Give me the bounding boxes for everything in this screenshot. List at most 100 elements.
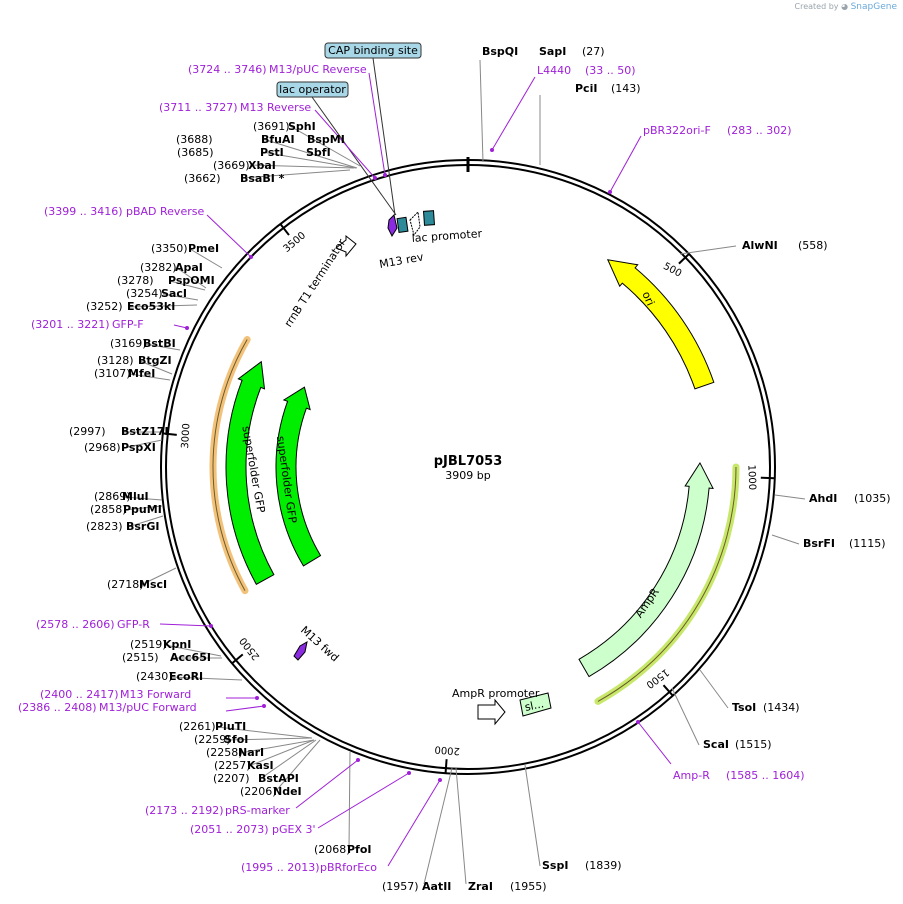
primer-leader bbox=[206, 214, 252, 258]
boxed-feature-leader bbox=[311, 96, 397, 216]
primer-range: (1995 .. 2013) bbox=[241, 861, 320, 874]
primer-binding-mark bbox=[636, 720, 640, 724]
feature-label: lac promoter bbox=[411, 227, 483, 245]
primer-name: L4440 bbox=[537, 64, 571, 77]
tick-mark bbox=[279, 223, 290, 236]
primer-binding-mark bbox=[209, 624, 213, 628]
primer-range: (33 .. 50) bbox=[585, 64, 636, 77]
tick-label: 3500 bbox=[281, 230, 308, 255]
primer-leader bbox=[491, 76, 536, 151]
features bbox=[209, 210, 740, 726]
primer-name: pBRforEco bbox=[320, 861, 377, 874]
enzyme-leader bbox=[139, 360, 173, 375]
tick-mark bbox=[444, 759, 448, 774]
enzyme-name: PmeI bbox=[188, 242, 219, 255]
boxed-feature-box[interactable] bbox=[324, 42, 422, 59]
primer-binding-mark bbox=[373, 176, 377, 180]
enzyme-leader bbox=[455, 767, 467, 885]
primer-range: (3724 .. 3746) bbox=[188, 63, 267, 76]
enzyme-leader bbox=[189, 248, 223, 269]
plasmid-name: pJBL7053 bbox=[434, 454, 503, 469]
boxed-feature-leader bbox=[372, 57, 396, 216]
signal-peptide-box[interactable] bbox=[519, 692, 552, 717]
enzyme-name: BtgZI bbox=[138, 354, 172, 367]
tick-label: 1000 bbox=[745, 464, 757, 490]
enzyme-name: BsaBI * bbox=[240, 172, 285, 185]
enzyme-position: (1035) bbox=[854, 492, 891, 505]
tick-mark bbox=[662, 684, 674, 697]
primer-leader bbox=[159, 623, 212, 627]
lac-promoter-arrow[interactable] bbox=[409, 210, 421, 237]
enzyme-position: (2258) bbox=[206, 746, 243, 759]
brand-prefix: Created by bbox=[794, 2, 839, 11]
primer-binding-mark bbox=[407, 771, 411, 775]
ori-arrow[interactable] bbox=[606, 259, 715, 390]
primer-name: M13/pUC Reverse bbox=[269, 63, 367, 76]
enzyme-leader bbox=[162, 293, 199, 301]
enzyme-position: (3169) bbox=[110, 337, 147, 350]
enzyme-leader bbox=[129, 373, 171, 381]
primer-name: pGEX 3' bbox=[272, 823, 316, 836]
primer-name: Amp-R bbox=[673, 769, 710, 782]
enzyme-leader bbox=[123, 496, 163, 501]
primer-binding-mark bbox=[608, 190, 612, 194]
enzyme-leader bbox=[225, 737, 313, 741]
enzyme-name: PfoI bbox=[347, 843, 372, 856]
plasmid-length: 3909 bp bbox=[445, 469, 490, 482]
enzyme-position: (2430) bbox=[136, 670, 173, 683]
primer-binding-mark bbox=[185, 326, 189, 330]
enzyme-position: (2823) bbox=[86, 520, 123, 533]
primer-leader bbox=[387, 779, 441, 867]
ampr-arrow[interactable] bbox=[578, 461, 714, 678]
primer-name: pRS-marker bbox=[225, 804, 290, 817]
tick-label: 3000 bbox=[180, 423, 192, 449]
enzyme-leader bbox=[423, 767, 453, 885]
brand-name: SnapGene bbox=[850, 2, 897, 12]
enzyme-leader bbox=[144, 343, 181, 351]
rrnb-terminator-arrow[interactable] bbox=[335, 234, 357, 258]
feature-label: sl... bbox=[523, 697, 545, 714]
m13-rev-arrow[interactable] bbox=[387, 214, 398, 238]
enzyme-name: BstZ17I bbox=[121, 425, 169, 438]
primer-name: M13/pUC Forward bbox=[99, 701, 197, 714]
primer-range: (2578 .. 2606) bbox=[36, 618, 115, 631]
enzyme-position: (3282) bbox=[140, 261, 177, 274]
primer-binding-mark bbox=[356, 758, 360, 762]
primer-range: (3399 .. 3416) bbox=[44, 205, 123, 218]
enzyme-name: PpuMI bbox=[123, 503, 162, 516]
boxed-feature-label: lac operator bbox=[279, 83, 346, 96]
m13-fwd-arrow[interactable] bbox=[293, 641, 308, 661]
enzyme-leader bbox=[671, 687, 700, 746]
enzyme-name: AhdI bbox=[809, 492, 837, 505]
boxed-feature-box[interactable] bbox=[276, 81, 349, 98]
enzyme-name: PstI bbox=[260, 146, 284, 159]
enzyme-position: (2968) bbox=[84, 441, 121, 454]
enzyme-leader bbox=[248, 739, 315, 767]
enzyme-name: Eco53kI bbox=[127, 300, 175, 313]
enzyme-name: BstBI bbox=[143, 337, 176, 350]
enzyme-position: (1839) bbox=[585, 859, 622, 872]
cap-binding-box[interactable] bbox=[422, 210, 436, 226]
superfolder-gfp-arrow-2[interactable] bbox=[275, 386, 322, 567]
enzyme-name: SfoI bbox=[224, 733, 248, 746]
enzyme-name: ZraI bbox=[468, 880, 493, 893]
primer-leader bbox=[314, 109, 376, 179]
snapgene-logo-icon: ◕ bbox=[841, 2, 849, 11]
primer-range: (3201 .. 3221) bbox=[31, 318, 110, 331]
enzyme-leader bbox=[124, 505, 163, 511]
superfolder-gfp-arrow-1[interactable] bbox=[225, 360, 275, 586]
enzyme-name: PciI bbox=[575, 82, 597, 95]
ampr-promoter-arrow[interactable] bbox=[477, 698, 506, 726]
ampr-highlight-band-line bbox=[597, 466, 737, 702]
tick-label: 2000 bbox=[434, 743, 460, 756]
enzyme-name: EcoRI bbox=[169, 670, 203, 683]
backbone bbox=[160, 157, 776, 775]
center-title: pJBL7053 3909 bp bbox=[434, 454, 503, 482]
primer-name: GFP-R bbox=[117, 618, 150, 631]
tick-mark bbox=[760, 476, 775, 480]
enzyme-position: (2259) bbox=[194, 733, 231, 746]
enzyme-name: NarI bbox=[238, 746, 264, 759]
lac-operator-box[interactable] bbox=[396, 216, 409, 234]
primer-leader bbox=[609, 135, 642, 193]
